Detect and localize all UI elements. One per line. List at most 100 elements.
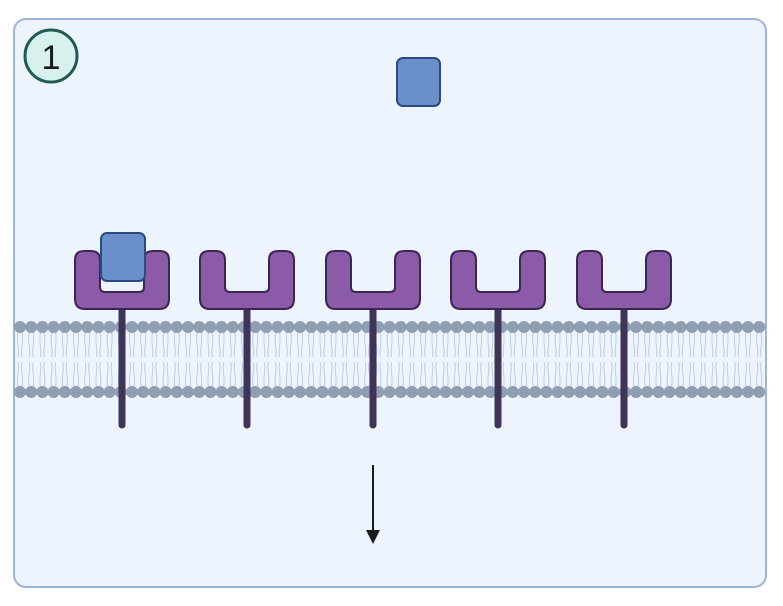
lipid-head-lower [686,386,698,398]
lipid-head-upper [562,321,575,333]
lipid-head-upper [518,321,530,333]
lipid-head-lower [473,386,486,398]
lipid-head-upper [260,321,273,333]
lipid-head-upper [540,321,553,333]
lipid-head-upper [641,321,654,333]
lipid-head-lower [417,386,430,398]
lipid-tail-lower [532,361,539,388]
lipid-tail-upper [140,331,147,358]
lipid-head-upper [47,321,60,333]
lipid-head-upper [305,321,318,333]
lipid-tail-lower [184,361,192,388]
lipid-head-lower [484,386,497,398]
lipid-head-upper [327,321,340,333]
lipid-head-lower [204,386,217,398]
lipid-head-upper [36,321,49,333]
lipid-tail-upper [487,331,494,358]
lipid-tail-lower [464,361,472,388]
lipid-tail-lower [296,361,304,388]
lipid-head-lower [36,386,49,398]
lipid-tail-lower [263,361,270,388]
lipid-tail-upper [50,331,57,358]
lipid-tail-upper [655,331,662,358]
lipid-head-lower [81,386,94,398]
lipid-head-upper [170,321,183,333]
lipid-head-upper [338,321,351,333]
lipid-tail-upper [677,331,684,358]
lipid-head-lower [663,386,676,398]
lipid-head-lower [350,386,362,398]
lipid-tail-upper [285,331,292,358]
lipid-tail-upper [520,331,528,358]
lipid-head-lower [305,386,318,398]
lipid-tail-upper [16,331,24,358]
lipid-head-lower [383,386,396,398]
lipid-tail-lower [599,361,606,388]
lipid-tail-upper [184,331,192,358]
lipid-head-lower [215,386,228,398]
lipid-head-lower [439,386,452,398]
lipid-tail-upper [408,331,416,358]
lipid-tail-lower [140,361,147,388]
lipid-head-upper [753,321,766,333]
lipid-head-upper [596,321,609,333]
lipid-head-lower [596,386,609,398]
lipid-head-upper [148,321,161,333]
lipid-head-upper [282,321,295,333]
lipid-tail-lower [453,361,460,388]
lipid-tail-upper [341,331,348,358]
lipid-head-upper [529,321,542,333]
lipid-tail-lower [576,361,584,388]
lipid-tail-lower [543,361,550,388]
lipid-head-lower [641,386,654,398]
lipid-head-upper [719,321,732,333]
lipid-head-lower [271,386,284,398]
lipid-head-lower [406,386,418,398]
signal-arrow-head [366,530,380,544]
lipid-tail-upper [532,331,539,358]
lipid-tail-upper [397,331,404,358]
lipid-tail-lower [162,361,169,388]
lipid-tail-lower [677,361,684,388]
lipid-head-upper [294,321,306,333]
lipid-head-upper [226,321,239,333]
lipid-tail-lower [319,361,326,388]
lipid-head-lower [58,386,71,398]
lipid-head-lower [551,386,564,398]
lipid-tail-upper [711,331,718,358]
lipid-tail-upper [453,331,460,358]
step-badge: 1 [23,28,79,84]
lipid-head-lower [719,386,732,398]
lipid-head-upper [708,321,721,333]
lipid-head-upper [58,321,71,333]
lipid-head-lower [697,386,710,398]
step-badge-circle [23,28,79,84]
lipid-tail-lower [420,361,427,388]
lipid-tail-upper [218,331,225,358]
lipid-tail-upper [733,331,740,358]
lipid-tail-lower [151,361,158,388]
lipid-tail-lower [61,361,68,388]
lipid-tail-lower [28,361,35,388]
lipid-tail-upper [296,331,304,358]
lipid-tail-lower [128,361,136,388]
lipid-head-upper [742,321,754,333]
lipid-tail-lower [196,361,203,388]
free-ligand [396,57,441,107]
lipid-head-lower [674,386,687,398]
lipid-tail-upper [599,331,606,358]
lipid-tail-upper [84,331,91,358]
lipid-tail-upper [352,331,360,358]
lipid-head-upper [585,321,598,333]
lipid-tail-upper [319,331,326,358]
lipid-head-upper [271,321,284,333]
lipid-tail-lower [72,361,80,388]
lipid-tail-lower [700,361,707,388]
lipid-head-upper [674,321,687,333]
receptor [576,250,672,429]
lipid-tail-upper [744,331,752,358]
lipid-head-upper [81,321,94,333]
lipid-tail-lower [252,361,259,388]
cell-membrane [14,321,766,398]
lipid-head-lower [182,386,194,398]
